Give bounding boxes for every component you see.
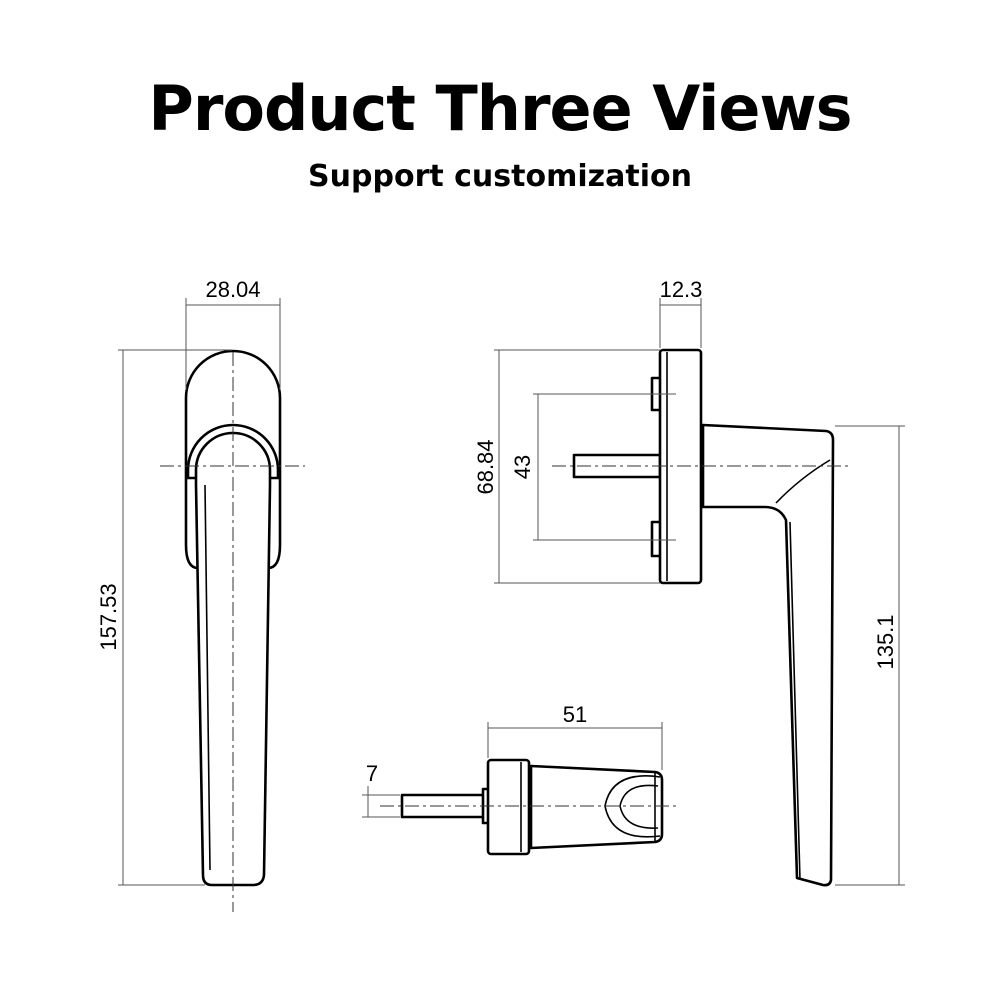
dim-front-height-label: 157.53 xyxy=(96,583,121,650)
page-subtitle: Support customization xyxy=(308,159,692,194)
top-view-handle-hook-inner xyxy=(619,784,659,829)
front-view-lever-edge xyxy=(204,484,211,871)
dim-side-base-label: 68.84 xyxy=(473,439,498,494)
dim-side-holes-label: 43 xyxy=(510,455,535,479)
top-view-handle-body xyxy=(529,764,664,850)
top-view-base-plate xyxy=(486,758,531,856)
side-view: 12.3 68.84 43 135.1 xyxy=(473,277,905,887)
dim-top-length-label: 51 xyxy=(563,702,587,727)
front-view: 28.04 157.53 xyxy=(96,277,305,912)
page-title: Product Three Views xyxy=(148,72,852,145)
side-view-handle-inner-curve xyxy=(775,459,831,881)
dim-front-width-label: 28.04 xyxy=(205,277,260,302)
top-view: 51 7 xyxy=(362,702,680,856)
dim-top-spindle-label: 7 xyxy=(366,761,378,786)
side-view-handle xyxy=(701,423,835,887)
dim-side-handle-label: 135.1 xyxy=(873,614,898,669)
dim-side-depth-label: 12.3 xyxy=(660,277,703,302)
